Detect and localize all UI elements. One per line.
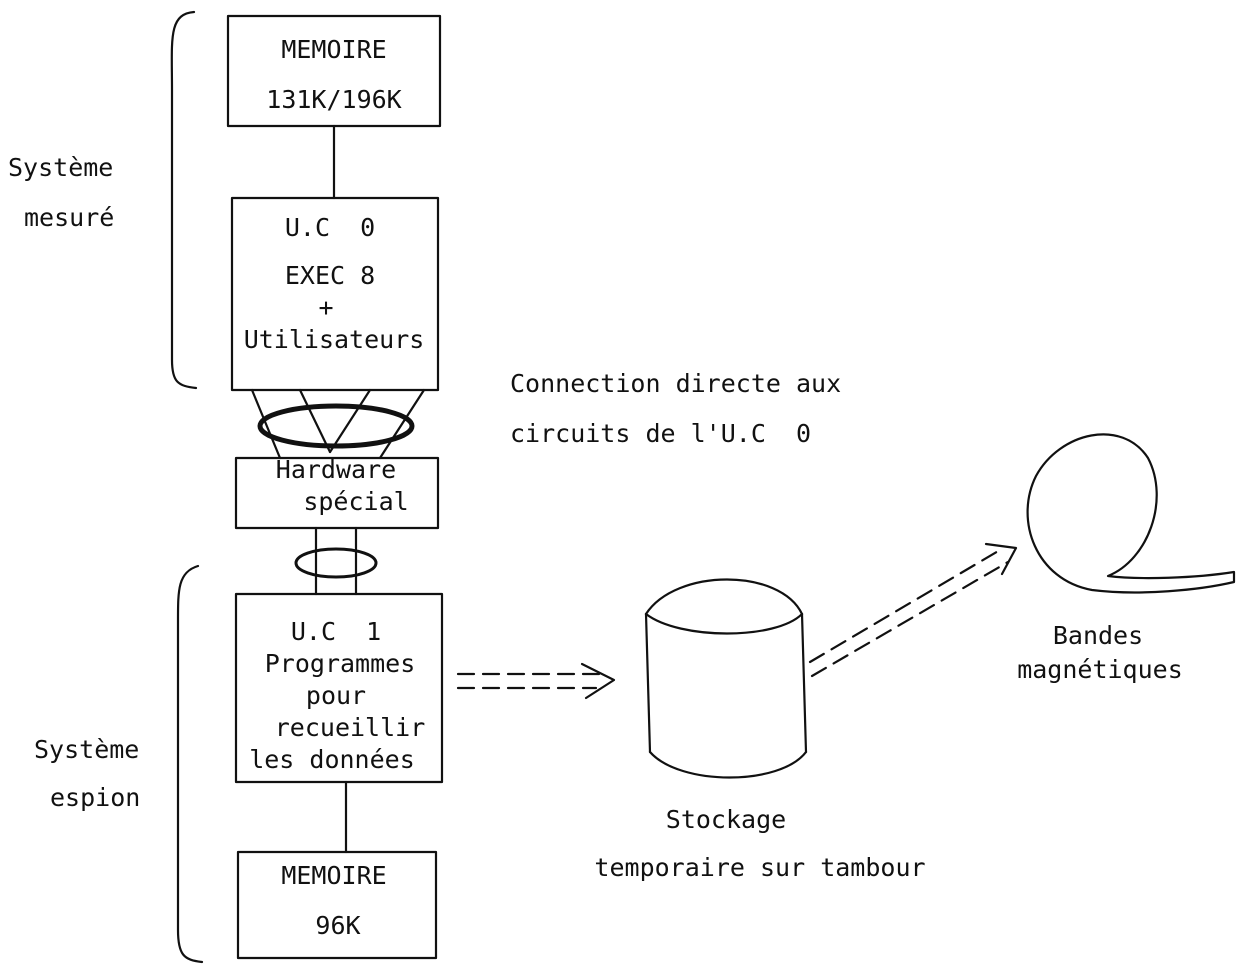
measured-system-label-line1: Système <box>8 153 113 182</box>
memory-spy-line2: 96K <box>315 911 360 940</box>
spy-system-label-line2: espion <box>50 783 140 812</box>
arrow-cpu1-to-drum-head <box>580 662 616 700</box>
spy-system-label-line1: Système <box>34 735 139 764</box>
arrow-drum-to-tapes <box>808 548 1010 678</box>
special-hardware-box <box>234 456 440 530</box>
arrow-drum-to-tapes-head <box>984 542 1018 576</box>
probe-bundle-loop <box>257 403 415 449</box>
probe-wires <box>250 388 426 460</box>
memory-spy-line1: MEMOIRE <box>281 861 386 890</box>
cpu1-line3: pour <box>306 681 366 710</box>
special-hardware-line2: spécial <box>303 487 408 516</box>
special-hardware-line1: Hardware <box>276 455 396 484</box>
cpu0-line2: EXEC 8 <box>285 261 375 290</box>
connection-note-line1: Connection directe aux <box>510 369 841 398</box>
drum-storage-line1: Stockage <box>666 805 786 834</box>
drum-storage-icon <box>644 578 808 779</box>
memory-box-spy <box>236 850 438 960</box>
cpu1-line4: recueillir <box>275 713 426 742</box>
cpu0-box <box>230 196 440 392</box>
cpu0-line4: Utilisateurs <box>244 325 425 354</box>
tapes-line1: Bandes <box>1053 621 1143 650</box>
cpu1-line2: Programmes <box>265 649 416 678</box>
cpu1-line5: les données <box>249 745 415 774</box>
arrow-cpu1-to-drum <box>456 672 602 690</box>
tapes-line2: magnétiques <box>1017 655 1183 684</box>
memory-measured-line2: 131K/196K <box>266 85 401 114</box>
cpu0-line1: U.C 0 <box>285 213 375 242</box>
measured-system-label-line2: mesuré <box>24 203 114 232</box>
spy-system-brace <box>176 564 204 964</box>
drum-storage-line2: temporaire sur tambour <box>594 853 925 882</box>
cable-loop <box>294 547 378 579</box>
cpu1-line1: U.C 1 <box>291 617 381 646</box>
magnetic-tape-icon <box>1026 433 1236 594</box>
cpu1-box <box>234 592 444 784</box>
memory-measured-line1: MEMOIRE <box>281 35 386 64</box>
cpu0-line3: + <box>318 293 333 322</box>
connection-note-line2: circuits de l'U.C 0 <box>510 419 811 448</box>
measured-system-brace <box>170 10 198 390</box>
